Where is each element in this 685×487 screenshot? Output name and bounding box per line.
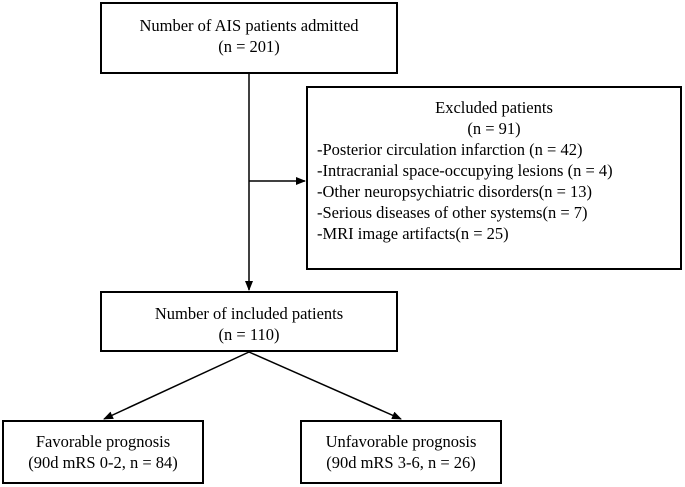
- excluded-label: Excluded patients: [435, 98, 553, 117]
- excluded-count: (n = 91): [467, 119, 521, 138]
- arrow-included-to-unfavorable: [248, 351, 402, 420]
- exclusion-reasons-list: -Posterior circulation infarction (n = 4…: [308, 139, 680, 244]
- included-patients-box: Number of included patients (n = 110): [100, 291, 398, 352]
- exclusion-reason: -Serious diseases of other systems(n = 7…: [317, 203, 588, 222]
- arrow-included-to-favorable: [103, 351, 250, 420]
- exclusion-reason: -Intracranial space-occupying lesions (n…: [317, 161, 613, 180]
- exclusion-reason: -Other neuropsychiatric disorders(n = 13…: [317, 182, 593, 201]
- included-count: (n = 110): [218, 325, 280, 344]
- unfavorable-label: Unfavorable prognosis: [325, 432, 477, 451]
- admitted-label: Number of AIS patients admitted: [139, 16, 359, 35]
- favorable-prognosis-box: Favorable prognosis (90d mRS 0-2, n = 84…: [2, 420, 204, 484]
- favorable-label: Favorable prognosis: [35, 432, 171, 451]
- excluded-patients-box: Excluded patients (n = 91) -Posterior ci…: [306, 86, 682, 270]
- unfavorable-detail: (90d mRS 3-6, n = 26): [326, 453, 476, 472]
- exclusion-reason: -MRI image artifacts(n = 25): [317, 224, 509, 243]
- admitted-patients-box: Number of AIS patients admitted (n = 201…: [100, 2, 398, 74]
- unfavorable-prognosis-box: Unfavorable prognosis (90d mRS 3-6, n = …: [300, 420, 502, 484]
- exclusion-reason: -Posterior circulation infarction (n = 4…: [317, 140, 583, 159]
- admitted-count: (n = 201): [218, 37, 280, 56]
- included-label: Number of included patients: [154, 304, 344, 323]
- favorable-detail: (90d mRS 0-2, n = 84): [28, 453, 178, 472]
